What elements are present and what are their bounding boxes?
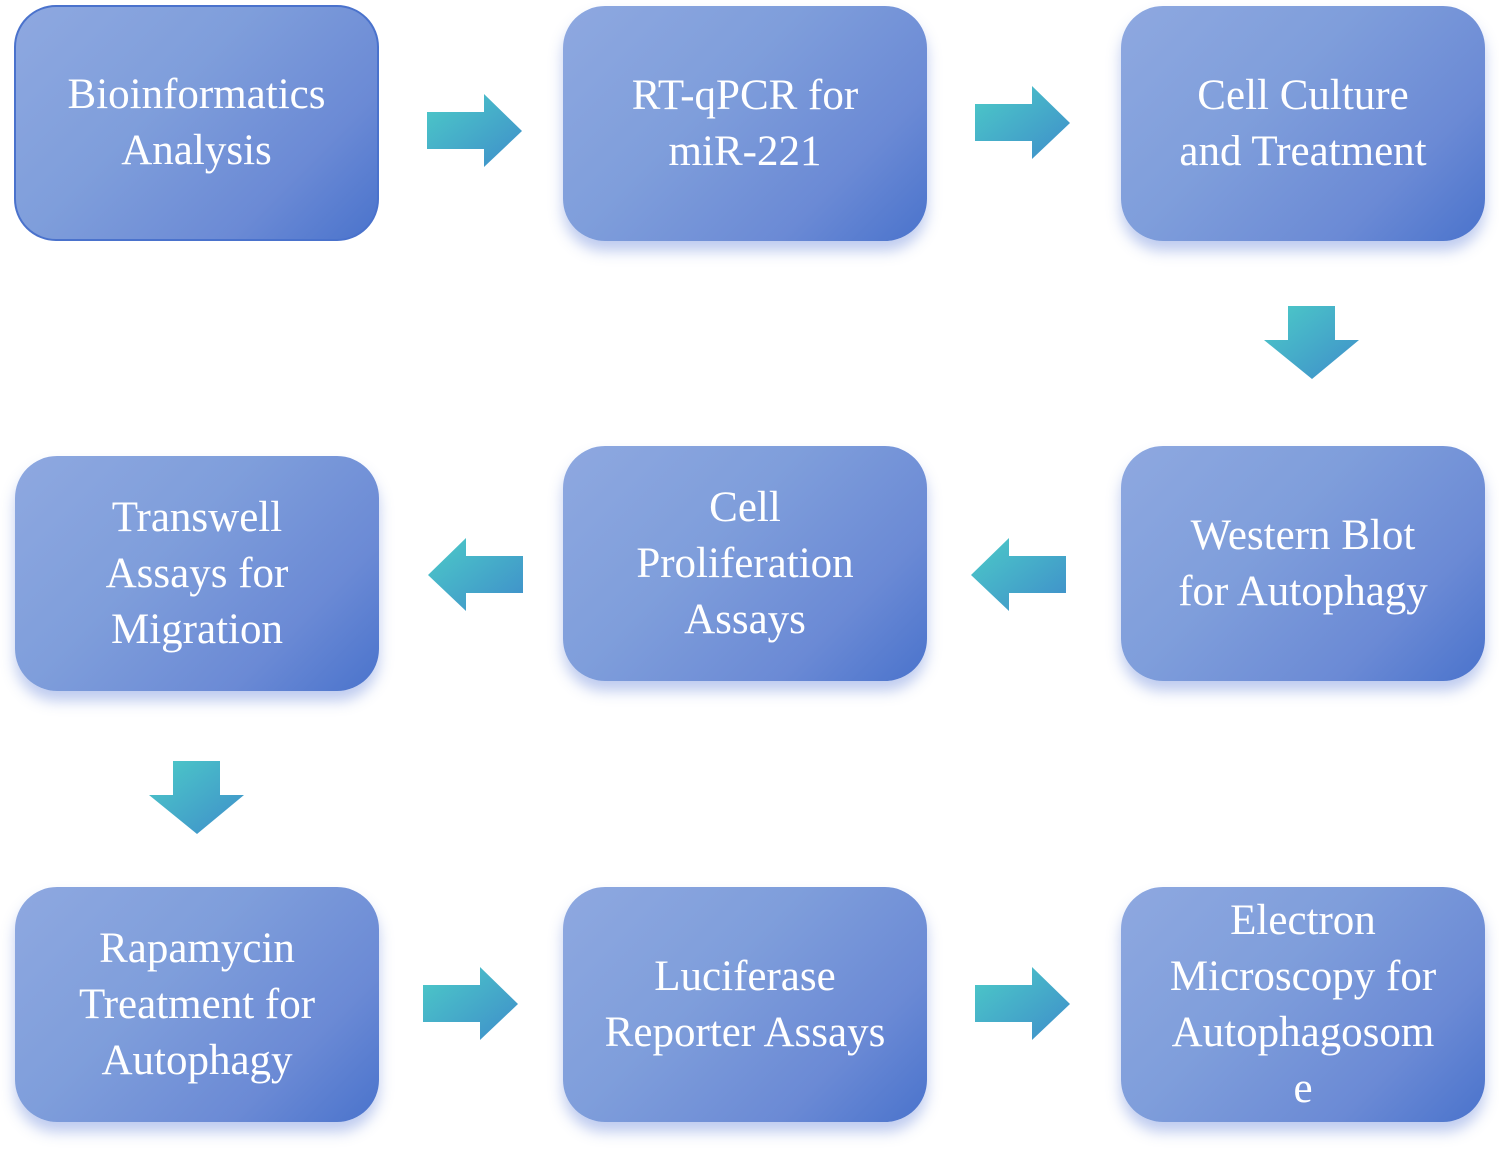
arrow-right-icon [975, 86, 1071, 160]
step-cell-proliferation: Cell Proliferation Assays [563, 446, 927, 681]
step-western-blot: Western Blot for Autophagy [1121, 446, 1485, 681]
arrow-left-icon [428, 538, 524, 612]
step-electron-microscopy: Electron Microscopy for Autophagosom e [1121, 887, 1485, 1122]
arrow-down-icon [149, 761, 245, 835]
step-label: Bioinformatics Analysis [67, 71, 326, 174]
step-label: Luciferase Reporter Assays [604, 952, 886, 1056]
step-label: Cell Proliferation Assays [636, 483, 854, 643]
step-label: RT-qPCR for miR-221 [631, 71, 859, 175]
step-label: Western Blot for Autophagy [1178, 511, 1428, 615]
step-label: Electron Microscopy for Autophagosom e [1169, 896, 1437, 1112]
step-rapamycin: Rapamycin Treatment for Autophagy [15, 887, 379, 1122]
step-label: Transwell Assays for Migration [105, 493, 289, 653]
step-bioinformatics-analysis: Bioinformatics Analysis [14, 5, 379, 241]
step-rt-qpcr: RT-qPCR for miR-221 [563, 6, 927, 241]
step-luciferase: Luciferase Reporter Assays [563, 887, 927, 1122]
step-label: Cell Culture and Treatment [1179, 71, 1427, 175]
arrow-right-icon [423, 967, 519, 1041]
arrow-right-icon [975, 967, 1071, 1041]
arrow-left-icon [971, 538, 1067, 612]
step-transwell: Transwell Assays for Migration [15, 456, 379, 691]
arrow-down-icon [1264, 306, 1360, 380]
step-label: Rapamycin Treatment for Autophagy [78, 924, 316, 1084]
arrow-right-icon [427, 94, 523, 168]
step-cell-culture: Cell Culture and Treatment [1121, 6, 1485, 241]
